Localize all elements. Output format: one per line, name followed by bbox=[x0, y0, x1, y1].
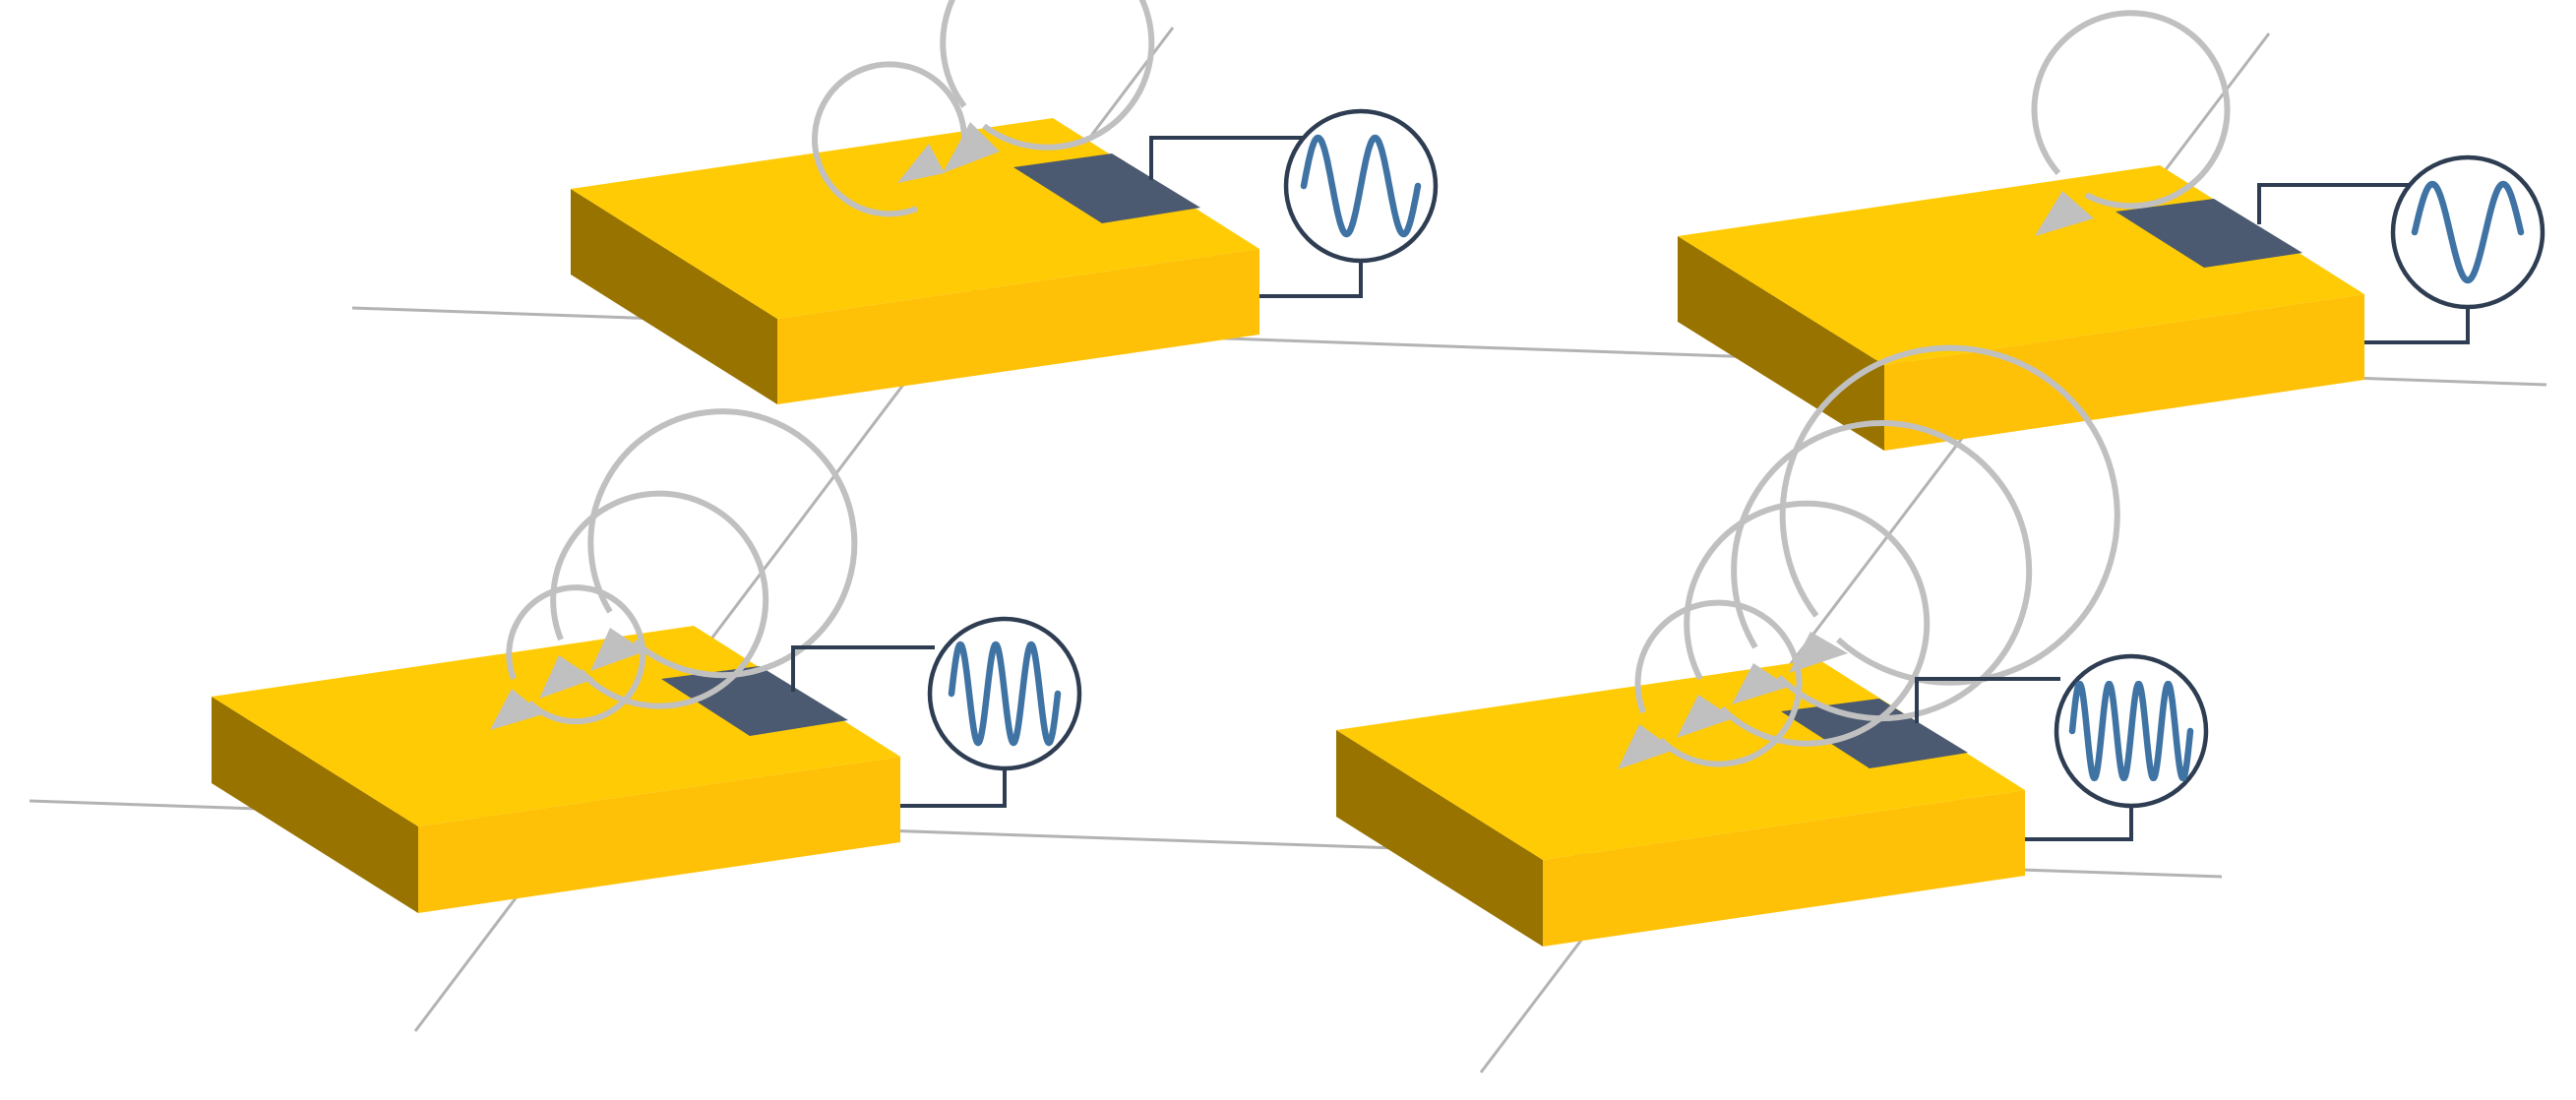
field-loop-icon bbox=[1634, 599, 1803, 767]
field-loops bbox=[490, 408, 858, 730]
arrowhead-icon bbox=[1732, 663, 1789, 704]
electrode-pad bbox=[2116, 199, 2302, 268]
piezo-slab bbox=[1678, 165, 2364, 451]
slab-side-face bbox=[212, 697, 418, 913]
electrode-pad bbox=[1013, 153, 1200, 223]
electrode-pad bbox=[661, 666, 848, 736]
waveform-icon bbox=[2411, 180, 2525, 284]
waveform-icon bbox=[1300, 134, 1422, 238]
ac-source bbox=[1149, 108, 1439, 298]
ac-source bbox=[1915, 653, 2209, 841]
panel-top-right bbox=[1678, 10, 2545, 451]
panel-bottom-left bbox=[212, 408, 1082, 913]
slab-side-face bbox=[571, 189, 777, 404]
panel-bottom-right bbox=[1336, 344, 2209, 947]
waveform-icon bbox=[2068, 681, 2194, 781]
field-loops bbox=[2031, 10, 2231, 236]
source-wire bbox=[1915, 677, 2060, 723]
arrowhead-icon bbox=[539, 655, 594, 699]
field-loop-icon bbox=[812, 61, 967, 217]
arrowhead-icon bbox=[490, 689, 543, 730]
piezo-slab bbox=[571, 118, 1259, 404]
slab-front-face bbox=[418, 757, 900, 913]
arrowhead-icon bbox=[897, 144, 945, 183]
field-loops bbox=[812, 0, 1155, 217]
source-wire bbox=[1259, 258, 1363, 298]
slab-front-face bbox=[1884, 294, 2364, 451]
source-wire bbox=[1149, 136, 1309, 180]
ac-source-icon bbox=[2390, 154, 2545, 310]
field-loop-icon bbox=[940, 0, 1155, 151]
electrode-pad bbox=[1781, 699, 1968, 768]
slab-side-face bbox=[1336, 730, 1543, 947]
slab-front-face bbox=[1543, 790, 2025, 947]
slab-front-face bbox=[777, 249, 1259, 404]
ac-source bbox=[2257, 154, 2545, 344]
arrowhead-icon bbox=[943, 122, 1000, 173]
waveform-icon bbox=[948, 641, 1062, 747]
piezo-slab bbox=[1336, 659, 2025, 947]
arrowhead-icon bbox=[1677, 695, 1734, 738]
arrowhead-icon bbox=[590, 628, 645, 671]
source-wire bbox=[900, 769, 1007, 808]
field-loop-icon bbox=[2031, 10, 2231, 210]
panel-top-left bbox=[571, 0, 1439, 404]
arrowhead-icon bbox=[2035, 191, 2094, 236]
source-wire bbox=[2364, 305, 2470, 344]
source-wire bbox=[791, 645, 935, 692]
field-loop-icon bbox=[1731, 420, 2033, 722]
source-wire bbox=[2257, 183, 2411, 224]
field-loop-icon bbox=[506, 584, 646, 725]
field-loop-icon bbox=[1684, 500, 1931, 747]
field-loop-icon bbox=[550, 490, 769, 709]
ac-source bbox=[791, 616, 1082, 808]
source-wire bbox=[2025, 805, 2133, 841]
arrowhead-icon bbox=[1618, 724, 1675, 769]
arrowhead-icon bbox=[1789, 632, 1848, 673]
field-loop-icon bbox=[587, 408, 858, 679]
